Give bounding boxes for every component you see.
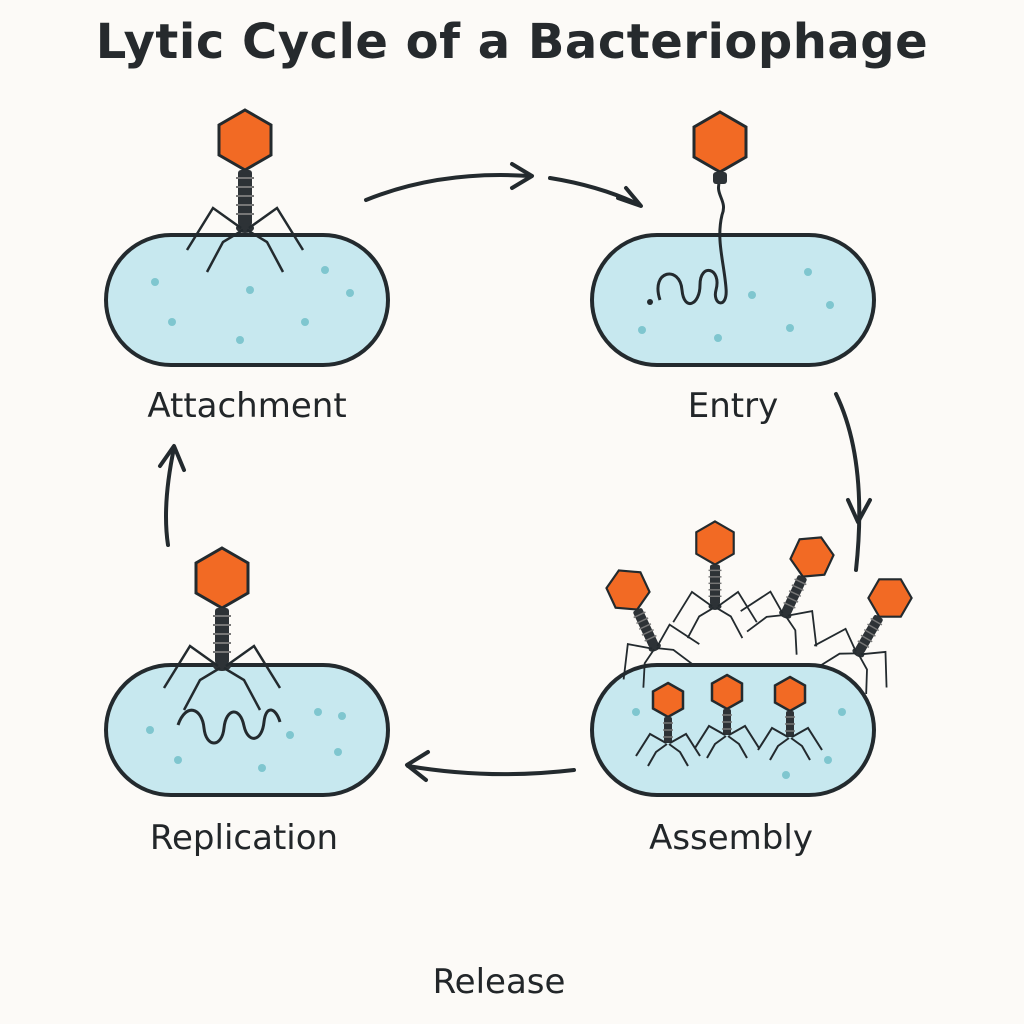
stage-label-entry: Entry bbox=[687, 386, 779, 426]
diagram-title: Lytic Cycle of a Bacteriophage bbox=[95, 14, 929, 70]
attachment-cell bbox=[104, 233, 390, 367]
arrow-attachment-to-entry bbox=[364, 162, 643, 208]
released-phage bbox=[672, 520, 758, 640]
stage-label-release: Release bbox=[432, 962, 566, 1002]
stage-label-attachment: Attachment bbox=[147, 386, 347, 426]
entry-cell bbox=[590, 179, 876, 367]
arrow-replication-to-attachment bbox=[158, 444, 186, 547]
arrow-entry-to-assembly bbox=[834, 392, 872, 572]
arrow-assembly-to-replication bbox=[405, 750, 576, 782]
stage-label-replication: Replication bbox=[149, 818, 339, 858]
replication-cell bbox=[104, 663, 390, 797]
phage-empty-head bbox=[692, 110, 748, 184]
released-phage bbox=[732, 518, 861, 662]
stage-label-assembly: Assembly bbox=[649, 818, 813, 858]
